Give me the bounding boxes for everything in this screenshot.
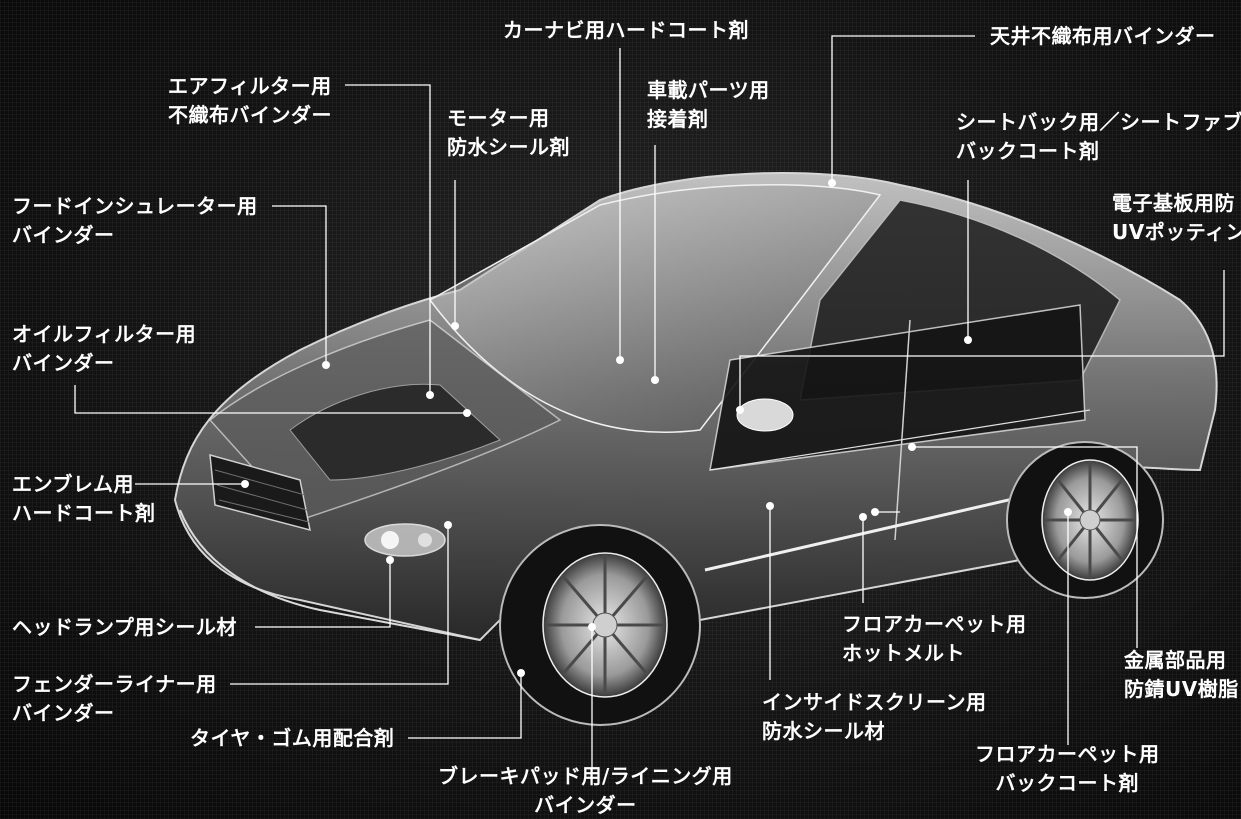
label-auto-parts-adhesive: 車載パーツ用 接着剤 xyxy=(647,78,770,131)
label-headlamp-seal: ヘッドランプ用シール材 xyxy=(12,615,237,639)
label-fender-liner-binder: フェンダーライナー用 バインダー xyxy=(12,672,217,725)
label-floor-carpet-backcoat: フロアカーペット用 バックコート剤 xyxy=(975,742,1160,795)
car-body xyxy=(173,172,1218,642)
label-oil-filter-binder: オイルフィルター用 バインダー xyxy=(12,322,197,375)
label-metal-parts-uv: 金属部品用 防錆UV樹脂 xyxy=(1124,648,1239,701)
rear-wheel xyxy=(1006,441,1164,599)
anchor-dots xyxy=(241,179,1072,677)
front-wheel xyxy=(499,524,701,726)
label-emblem-hardcoat: エンブレム用 ハードコート剤 xyxy=(12,472,156,525)
label-seat-back-coat: シートバック用／シートファブ バックコート剤 xyxy=(956,110,1241,163)
label-motor-waterproof-seal: モーター用 防水シール剤 xyxy=(447,106,570,159)
label-floor-carpet-hotmelt: フロアカーペット用 ホットメルト xyxy=(842,612,1027,665)
label-brake-pad-binder: ブレーキパッド用/ライニング用 バインダー xyxy=(438,764,733,817)
label-car-nav-hardcoat: カーナビ用ハードコート剤 xyxy=(503,18,749,42)
label-inside-screen-seal: インサイドスクリーン用 防水シール材 xyxy=(762,690,987,743)
label-ceiling-nonwoven-binder: 天井不織布用バインダー xyxy=(990,24,1216,48)
label-air-filter-binder: エアフィルター用 不織布バインダー xyxy=(168,74,332,127)
label-hood-insulator-binder: フードインシュレーター用 バインダー xyxy=(12,194,258,247)
label-pcb-uv-potting: 電子基板用防 UVポッティン xyxy=(1112,191,1241,244)
label-tire-rubber-compound: タイヤ・ゴム用配合剤 xyxy=(190,726,395,750)
leader-lines xyxy=(74,35,1225,768)
